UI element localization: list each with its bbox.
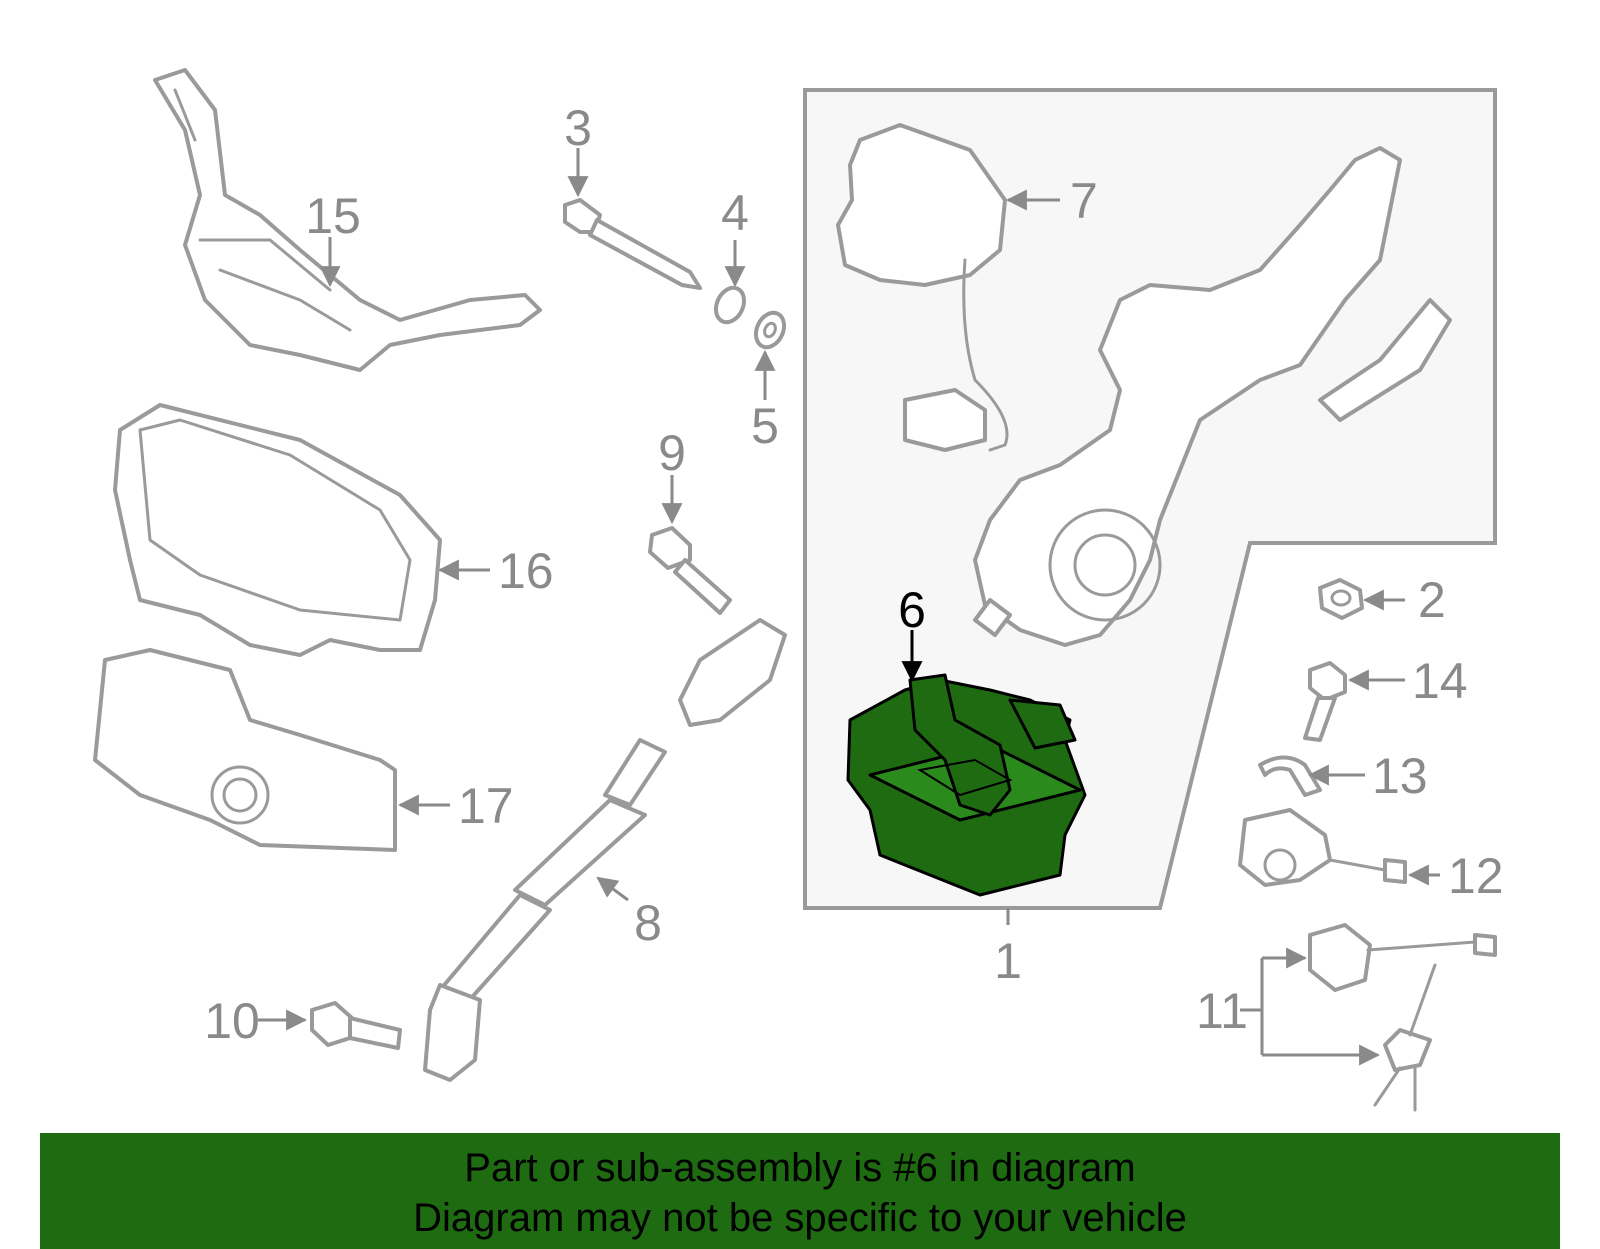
callout-16: 16 — [498, 543, 554, 599]
switch-set-11[interactable] — [1308, 923, 1497, 1112]
sensor-12[interactable] — [1238, 808, 1407, 887]
bolt-10[interactable] — [310, 1001, 402, 1050]
callout-9: 9 — [658, 425, 686, 481]
callout-7: 7 — [1070, 173, 1098, 229]
callout-5: 5 — [751, 398, 779, 454]
washer-5[interactable] — [751, 308, 790, 352]
callout-14: 14 — [1412, 653, 1468, 709]
callout-10: 10 — [204, 993, 260, 1049]
multifunction-switch[interactable] — [153, 68, 542, 372]
steering-column[interactable] — [973, 146, 1452, 647]
callout-1: 1 — [994, 933, 1022, 989]
clock-spring[interactable] — [836, 123, 1009, 452]
callout-11: 11 — [1196, 983, 1248, 1039]
info-banner: Part or sub-assembly is #6 in diagram Di… — [40, 1133, 1560, 1249]
long-bolt[interactable] — [563, 198, 702, 290]
callout-4: 4 — [721, 185, 749, 241]
callout-6: 6 — [898, 582, 926, 638]
banner-line-2: Diagram may not be specific to your vehi… — [413, 1196, 1187, 1240]
intermediate-shaft[interactable] — [423, 618, 787, 1082]
nut-2[interactable] — [1318, 578, 1364, 620]
callout-15: 15 — [305, 188, 361, 244]
bolt-14[interactable] — [1303, 661, 1347, 742]
callout-2: 2 — [1418, 572, 1446, 628]
column-cover[interactable] — [93, 648, 397, 852]
washer-4[interactable] — [711, 283, 750, 327]
banner-line-1: Part or sub-assembly is #6 in diagram — [464, 1146, 1136, 1190]
highlighted-module-6[interactable] — [846, 673, 1087, 897]
callout-12: 12 — [1448, 848, 1504, 904]
callout-13: 13 — [1372, 748, 1428, 804]
callout-3: 3 — [564, 100, 592, 156]
instrument-cluster[interactable] — [113, 403, 442, 657]
clip-13[interactable] — [1258, 755, 1322, 797]
bolt-9[interactable] — [648, 526, 732, 615]
callout-8: 8 — [634, 895, 662, 951]
callout-17: 17 — [458, 778, 514, 834]
